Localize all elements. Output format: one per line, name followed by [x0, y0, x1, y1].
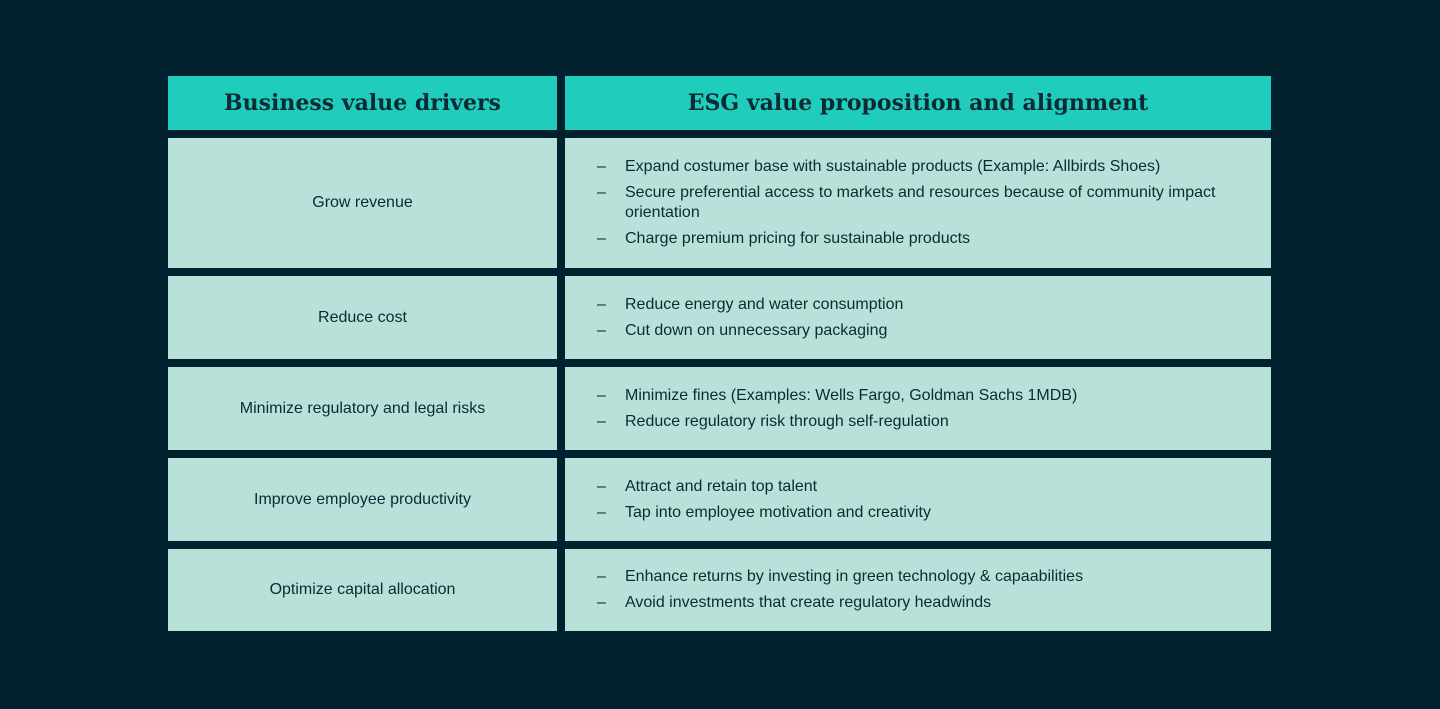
dash-bullet: – — [597, 503, 606, 521]
item-text: Charge premium pricing for sustainable p… — [625, 230, 971, 247]
item-text: Reduce energy and water consumption — [625, 295, 904, 313]
dash-bullet: – — [597, 295, 606, 313]
list-item: – Avoid investments that create regulator… — [597, 593, 1231, 613]
item-text: Tap into employee motivation and creativ… — [625, 503, 931, 521]
item-text: Minimize fines (Examples: Wells Fargo, G… — [625, 386, 1078, 404]
dash-bullet: – — [597, 594, 606, 611]
driver-cell: Minimize regulatory and legal risks — [168, 367, 557, 450]
item-text: Reduce regulatory risk through self-regu… — [625, 412, 949, 430]
item-text: Cut down on unnecessary packaging — [625, 321, 888, 339]
esg-cell: – Minimize fines (Examples: Wells Fargo, … — [565, 367, 1271, 450]
list-item: – Cut down on unnecessary packaging — [597, 321, 1231, 341]
dash-bullet: – — [597, 230, 606, 247]
list-item: – Minimize fines (Examples: Wells Fargo, … — [597, 386, 1231, 406]
list-item: – Expand costumer base with sustainable p… — [597, 157, 1231, 177]
dash-bullet: – — [597, 158, 606, 175]
list-item: – Tap into employee motivation and creati… — [597, 503, 1231, 523]
list-item: – Reduce regulatory risk through self-reg… — [597, 412, 1231, 432]
item-text: Avoid investments that create regulatory… — [625, 594, 992, 611]
dash-bullet: – — [597, 321, 606, 339]
item-text: Enhance returns by investing in green te… — [625, 568, 1084, 585]
driver-cell: Improve employee productivity — [168, 458, 557, 541]
esg-cell: – Enhance returns by investing in green t… — [565, 549, 1271, 631]
item-text: Expand costumer base with sustainable pr… — [625, 158, 1161, 175]
list-item: – Attract and retain top talent — [597, 477, 1231, 497]
esg-cell: – Expand costumer base with sustainable p… — [565, 138, 1271, 268]
item-text: Secure preferential access to markets an… — [625, 184, 1216, 221]
driver-cell: Optimize capital allocation — [168, 549, 557, 631]
list-item: – Charge premium pricing for sustainable … — [597, 229, 1231, 249]
esg-cell: – Reduce energy and water consumption – Cut… — [565, 276, 1271, 359]
header-esg-value-proposition: ESG value proposition and alignment — [565, 76, 1271, 130]
esg-cell: – Attract and retain top talent – Tap into … — [565, 458, 1271, 541]
dash-bullet: – — [597, 386, 606, 404]
list-item: – Secure preferential access to markets a… — [597, 183, 1231, 223]
header-business-value-drivers: Business value drivers — [168, 76, 557, 130]
dash-bullet: – — [597, 412, 606, 430]
item-text: Attract and retain top talent — [625, 477, 818, 495]
driver-cell: Grow revenue — [168, 138, 557, 268]
dash-bullet: – — [597, 477, 606, 495]
list-item: – Enhance returns by investing in green t… — [597, 567, 1231, 587]
dash-bullet: – — [597, 184, 606, 201]
list-item: – Reduce energy and water consumption — [597, 295, 1231, 315]
dash-bullet: – — [597, 568, 606, 585]
driver-cell: Reduce cost — [168, 276, 557, 359]
